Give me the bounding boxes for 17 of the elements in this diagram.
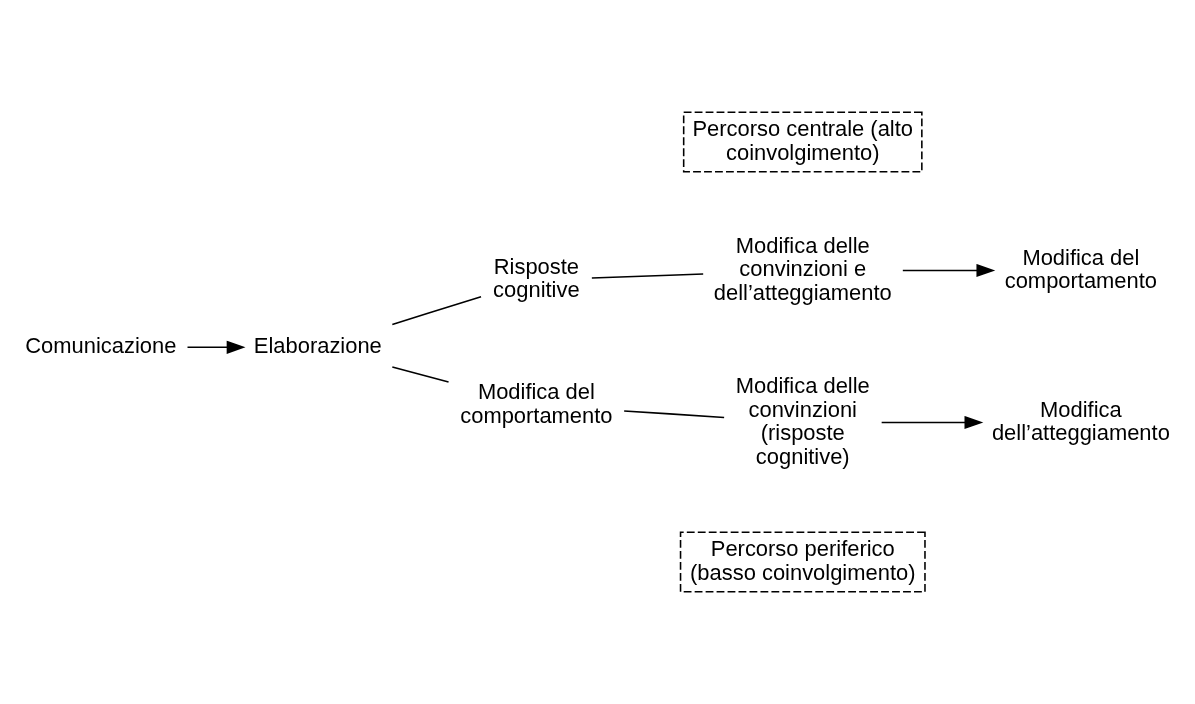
- node-text: Comunicazione: [25, 333, 177, 359]
- node-text: Modifica delle convinzioni (risposte cognitive): [735, 373, 870, 469]
- connector: [623, 410, 725, 419]
- arrow: [880, 415, 984, 430]
- connector: [591, 273, 704, 279]
- connector: [391, 295, 482, 326]
- node-text: Modifica delle convinzioni e dell’atteggiamento: [713, 232, 892, 305]
- label: Percorso periferico (basso coinvolgimento): [690, 536, 916, 585]
- connector: [391, 366, 450, 383]
- arrow: [902, 263, 996, 278]
- node-text: Risposte cognitive: [493, 253, 580, 303]
- node-text: Modifica del comportamento: [1004, 244, 1158, 294]
- node-text: Elaborazione: [253, 333, 382, 359]
- label: Percorso centrale (alto coinvolgimento): [692, 116, 914, 165]
- node-text: Modifica dell’atteggiamento: [991, 396, 1170, 446]
- node-text: Modifica del comportamento: [460, 379, 613, 428]
- arrow: [186, 340, 246, 354]
